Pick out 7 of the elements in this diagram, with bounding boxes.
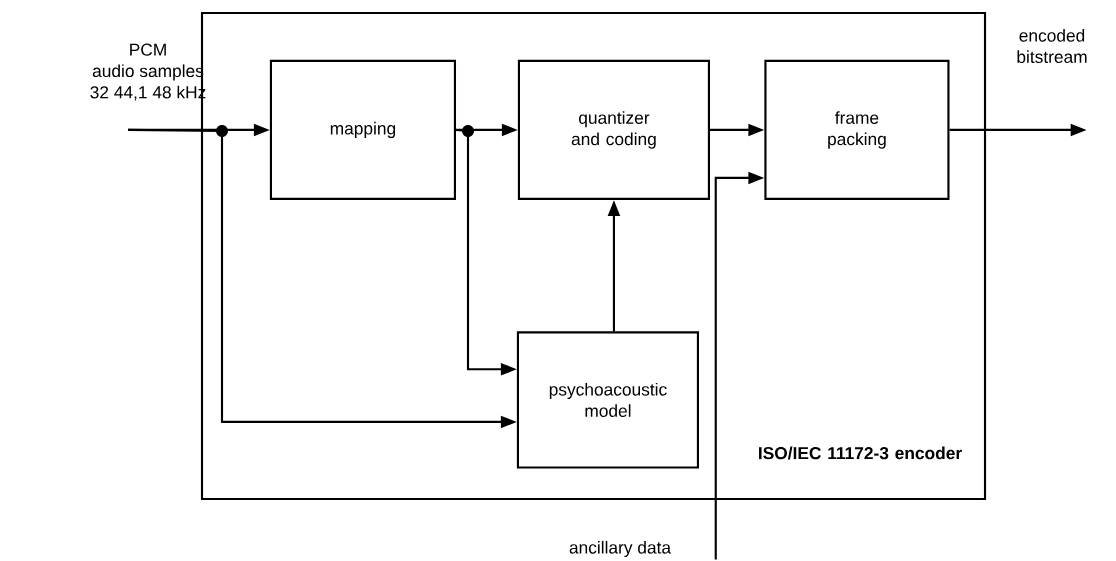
box-label: ISO/IEC 11172-3 encoder bbox=[759, 446, 962, 460]
process-box: psychoacoustic model bbox=[516, 331, 699, 469]
process-box: quantizer and coding bbox=[517, 59, 710, 200]
process-box: mapping bbox=[269, 59, 456, 200]
signal-label: ancillary data bbox=[569, 540, 672, 558]
signal-label: encoded bitstream bbox=[1017, 28, 1087, 64]
process-box: frame packing bbox=[764, 59, 950, 200]
